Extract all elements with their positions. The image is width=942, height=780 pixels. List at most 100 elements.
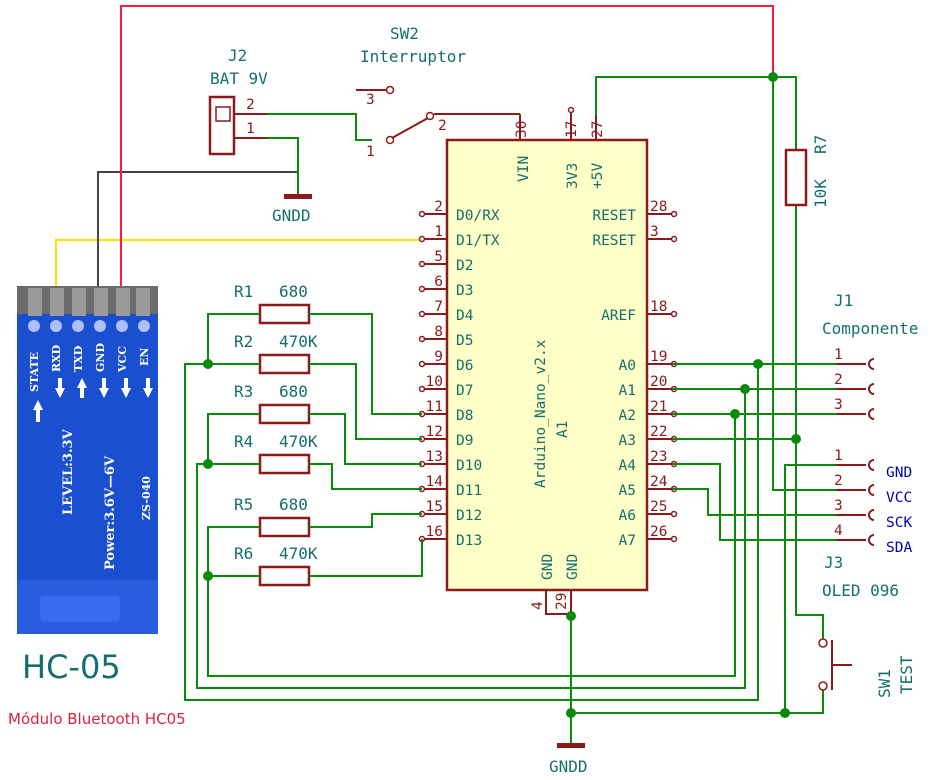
arduino-pin-left: 5D2 [418, 249, 473, 274]
pin-num: 11 [426, 399, 443, 415]
gndd-bottom-symbol: GNDD [549, 743, 588, 776]
j1-pin: 1 [834, 347, 875, 370]
resistor-wires [184, 313, 759, 701]
gndd-top-label: GNDD [272, 206, 311, 225]
pin-label: A3 [619, 433, 636, 449]
pin-num: 10 [426, 374, 443, 390]
resistor-value: 470K [279, 432, 318, 451]
pin-num: 5 [434, 249, 443, 265]
pin-label: D13 [456, 533, 482, 549]
pin-label: A2 [619, 408, 636, 424]
pin-label: D8 [456, 408, 473, 424]
pin-num-4: 4 [530, 601, 546, 610]
pin-label-gnd-29: GND [565, 554, 581, 580]
pin-num: 12 [426, 424, 443, 440]
resistor-value: 680 [279, 495, 308, 514]
pin-num: 13 [426, 449, 443, 465]
pin-label: D5 [456, 333, 473, 349]
j3-pin-num: 2 [834, 473, 843, 489]
resistor-ref: R5 [234, 495, 253, 514]
hc05-title: HC-05 [22, 648, 121, 686]
j3-net-label: SDA [886, 540, 912, 556]
gndd-bottom-label: GNDD [549, 757, 588, 776]
r7-resistor: R7 10K [784, 135, 830, 208]
pin-num-30: 30 [514, 121, 530, 138]
sw2-switch: SW2 Interruptor 3 1 2 [356, 24, 520, 160]
sw2-ref: SW2 [390, 24, 419, 43]
hc05-pin-en: EN [138, 348, 151, 366]
hc05-header-pins [28, 288, 150, 316]
j1-pin-num: 2 [834, 372, 843, 388]
pin-label: D1/TX [456, 233, 500, 249]
pin-label: D0/RX [456, 208, 500, 224]
arduino-pin-left: 1D1/TX [418, 224, 500, 249]
resistor-value: 680 [279, 382, 308, 401]
resistor-ref: R6 [234, 544, 253, 563]
resistor-value: 470K [279, 544, 318, 563]
resistor-ref: R1 [234, 282, 253, 301]
pin-num: 15 [426, 499, 443, 515]
hc05-model-text: ZS-040 [140, 476, 153, 520]
hc05-pin-txd: TXD [72, 345, 85, 372]
j3-net-label: VCC [886, 490, 912, 506]
j1-value: Componente [822, 319, 918, 338]
j3-pin-num: 4 [834, 523, 843, 539]
txd-wire [55, 239, 420, 286]
pin-num: 6 [434, 274, 443, 290]
resistor-ref: R3 [234, 382, 253, 401]
arduino-body [445, 138, 649, 592]
arduino-pin-left: 6D3 [418, 274, 473, 299]
hc05-pin-vcc: VCC [116, 346, 129, 373]
j1-pin: 3 [834, 397, 875, 420]
pin-num: 8 [434, 324, 443, 340]
arduino-ref: A1 [555, 421, 571, 438]
sw2-pin2: 2 [438, 118, 447, 134]
sw1-value: TEST [897, 655, 916, 694]
pin-num: 19 [650, 349, 667, 365]
pin-num: 28 [650, 199, 667, 215]
hc05-pin-state: STATE [28, 352, 41, 392]
sw2-pin3: 3 [366, 92, 375, 108]
j3-net-label: SCK [886, 515, 912, 531]
resistor: R6 470K [234, 544, 318, 587]
pin-label: A4 [619, 458, 637, 474]
hc05-pin-gnd: GND [94, 343, 107, 372]
j1-pin: 2 [834, 372, 875, 395]
pin-num: 21 [650, 399, 667, 415]
pin-label-5v: +5V [590, 163, 606, 189]
j1-pin-num: 3 [834, 397, 843, 413]
pin-num: 16 [426, 524, 443, 540]
resistor-ref: R2 [234, 332, 253, 351]
pin-label: D11 [456, 483, 482, 499]
pin-label: D7 [456, 383, 473, 399]
pin-num: 22 [650, 424, 667, 440]
arduino-pin-left: 8D5 [418, 324, 473, 349]
j1-pin-num: 1 [834, 347, 843, 363]
sw2-pin1: 1 [366, 144, 375, 160]
pin-label: D10 [456, 458, 482, 474]
junction-dots [203, 72, 801, 718]
hc05-pad-row [28, 320, 150, 332]
pin-num: 20 [650, 374, 667, 390]
j3-pin-num: 1 [834, 448, 843, 464]
pin-num-27: 27 [590, 121, 606, 138]
pin-label: D12 [456, 508, 482, 524]
arduino-left-pins: 2D0/RX1D1/TX5D26D37D48D59D610D711D812D91… [418, 199, 500, 549]
pin-label: D3 [456, 283, 473, 299]
r7-ref: R7 [811, 135, 830, 154]
arduino-nano: Arduino_Nano_v2.x A1 30 17 27 VIN 3V3 +5… [418, 106, 678, 616]
pin-label: D6 [456, 358, 473, 374]
pin-label: RESET [592, 233, 636, 249]
pin-num: 9 [434, 349, 443, 365]
